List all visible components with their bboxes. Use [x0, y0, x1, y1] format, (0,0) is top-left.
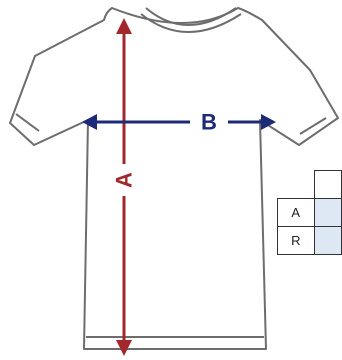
- size-table-row: A: [278, 199, 342, 227]
- size-table-row: R: [278, 227, 342, 255]
- size-table-row-label: R: [278, 227, 315, 255]
- size-table-header-row: [278, 171, 342, 199]
- size-table-cell: [314, 227, 341, 255]
- size-table-corner-cell: [278, 171, 315, 199]
- size-table: A R: [277, 170, 342, 255]
- measurement-a-label: A: [112, 172, 137, 188]
- size-table-row-label: A: [278, 199, 315, 227]
- measurement-b-arrow: [82, 114, 276, 130]
- size-table-header-cell: [314, 171, 341, 199]
- measurement-b-label: B: [201, 110, 217, 135]
- size-table-cell: [314, 199, 341, 227]
